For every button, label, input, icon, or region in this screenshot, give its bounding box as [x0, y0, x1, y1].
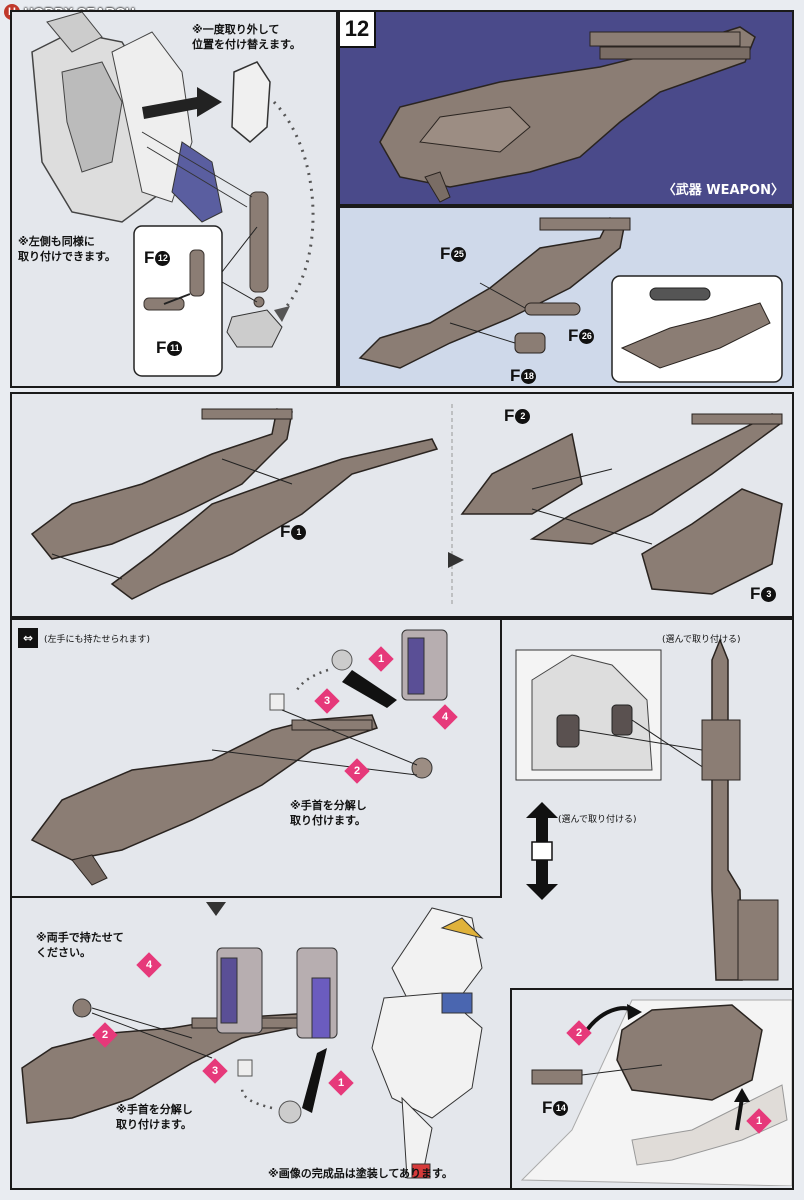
weapon-banner-label: 〈武器 WEAPON〉 — [662, 183, 784, 198]
note-painted: ※画像の完成品は塗装してあります。 — [268, 1167, 453, 1180]
note-both-hands: ※両手で持たせて ください。 — [36, 931, 124, 959]
part-number-badge: 11 — [167, 340, 183, 356]
panel-both-hands: ※両手で持たせて ください。 ※手首を分解し 取り付けます。 ※画像の完成品は塗… — [10, 898, 510, 1190]
part-number-badge: 12 — [155, 250, 171, 266]
panel-armor-placement: (選んで取り付ける) (選んで取り付ける) — [500, 618, 794, 990]
f14-assembly-illustration — [520, 999, 792, 1186]
parts-assembly-illustration — [358, 217, 783, 383]
note-select-mid: (選んで取り付ける) — [558, 815, 637, 825]
part-number-badge: 1 — [291, 524, 307, 540]
hand-assembly-illustration — [30, 629, 448, 886]
note-select-top: (選んで取り付ける) — [662, 635, 741, 645]
part-number-badge: 14 — [553, 1100, 569, 1116]
step-number: 12 — [340, 12, 376, 48]
hand-swap-icon: ⇔ — [18, 628, 38, 648]
panel-hand-assembly: ⇔ (左手にも持たせられます) ※手首を分解し 取り付けます。 1 3 4 2 — [10, 618, 500, 898]
note-left-side: ※左側も同様に 取り付けできます。 — [18, 235, 116, 263]
note-wrist-2: ※手首を分解し 取り付けます。 — [116, 1103, 193, 1131]
part-number-badge: 25 — [451, 246, 467, 262]
part-number-badge: 3 — [761, 586, 777, 602]
note-wrist: ※手首を分解し 取り付けます。 — [290, 799, 367, 827]
arm-illustration — [31, 11, 315, 377]
note-left-hand: (左手にも持たせられます) — [44, 635, 151, 645]
panel-weapon-banner: 12 〈武器 WEAPON〉 — [338, 10, 794, 206]
part-number-badge: 26 — [579, 328, 595, 344]
weapon-overview-illustration — [379, 26, 756, 203]
note-reattach: ※一度取り外して 位置を付け替えます。 — [192, 23, 301, 51]
part-number-badge: 2 — [515, 408, 531, 424]
weapon-assembly-illustration — [30, 404, 783, 606]
armor-placement-illustration — [515, 637, 779, 981]
part-number-badge: 18 — [521, 368, 537, 384]
both-hands-illustration — [21, 902, 484, 1179]
